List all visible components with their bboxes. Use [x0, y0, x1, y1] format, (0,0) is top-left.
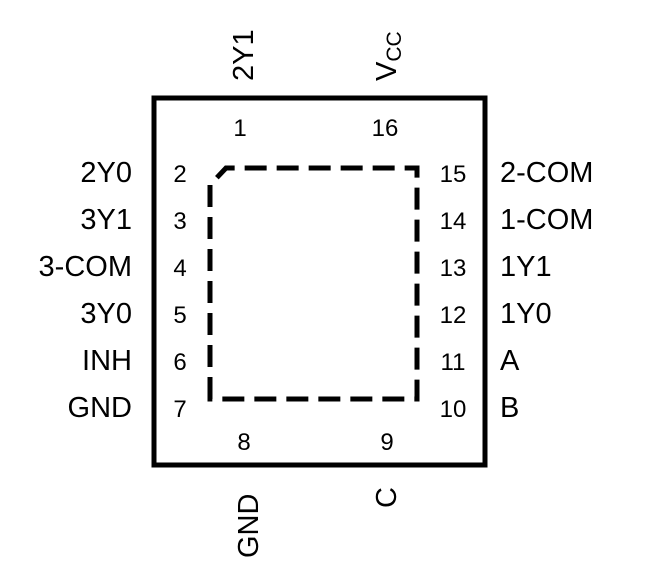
vcc-subscript: CC	[383, 31, 406, 61]
pin-number-11: 11	[441, 349, 466, 376]
pin-12-signal-label: 1Y0	[500, 298, 552, 330]
pin-number-4: 4	[173, 255, 186, 282]
pin-6-signal-label: INH	[82, 345, 132, 377]
pin-9-signal-label: C	[371, 487, 403, 508]
pin-number-5: 5	[173, 302, 186, 329]
pin-4-signal-label: 3-COM	[39, 251, 132, 283]
pin-number-14: 14	[440, 208, 467, 235]
pin-number-2: 2	[173, 161, 186, 188]
pin-number-3: 3	[173, 208, 186, 235]
pin-number-7: 7	[173, 396, 186, 423]
pin-7-signal-label: GND	[68, 392, 132, 424]
pin-14-signal-label: 1-COM	[500, 204, 593, 236]
pin-5-signal-label: 3Y0	[80, 298, 132, 330]
pin-number-12: 12	[440, 302, 467, 329]
pin-2-signal-label: 2Y0	[80, 157, 132, 189]
vcc-main-letter: V	[371, 61, 403, 81]
pin-number-9: 9	[380, 429, 393, 456]
pin-13-signal-label: 1Y1	[500, 251, 552, 283]
pin-3-signal-label: 3Y1	[80, 204, 132, 236]
pin-11-signal-label: A	[500, 345, 520, 377]
pin-number-13: 13	[440, 255, 467, 282]
pin-15-signal-label: 2-COM	[500, 157, 593, 189]
pin-16-signal-label: VCC	[371, 31, 406, 81]
package-outline	[151, 95, 488, 468]
pin-number-10: 10	[440, 396, 467, 423]
pin-1-signal-label: 2Y1	[228, 29, 260, 81]
pin-8-signal-label: GND	[233, 494, 265, 558]
pin-number-1: 1	[233, 115, 246, 142]
thermal-pad-outline	[207, 165, 420, 402]
pin-number-16: 16	[372, 115, 399, 142]
pin-number-8: 8	[237, 429, 250, 456]
pin-number-6: 6	[173, 349, 186, 376]
pin-number-15: 15	[440, 161, 467, 188]
pin-10-signal-label: B	[500, 392, 519, 424]
